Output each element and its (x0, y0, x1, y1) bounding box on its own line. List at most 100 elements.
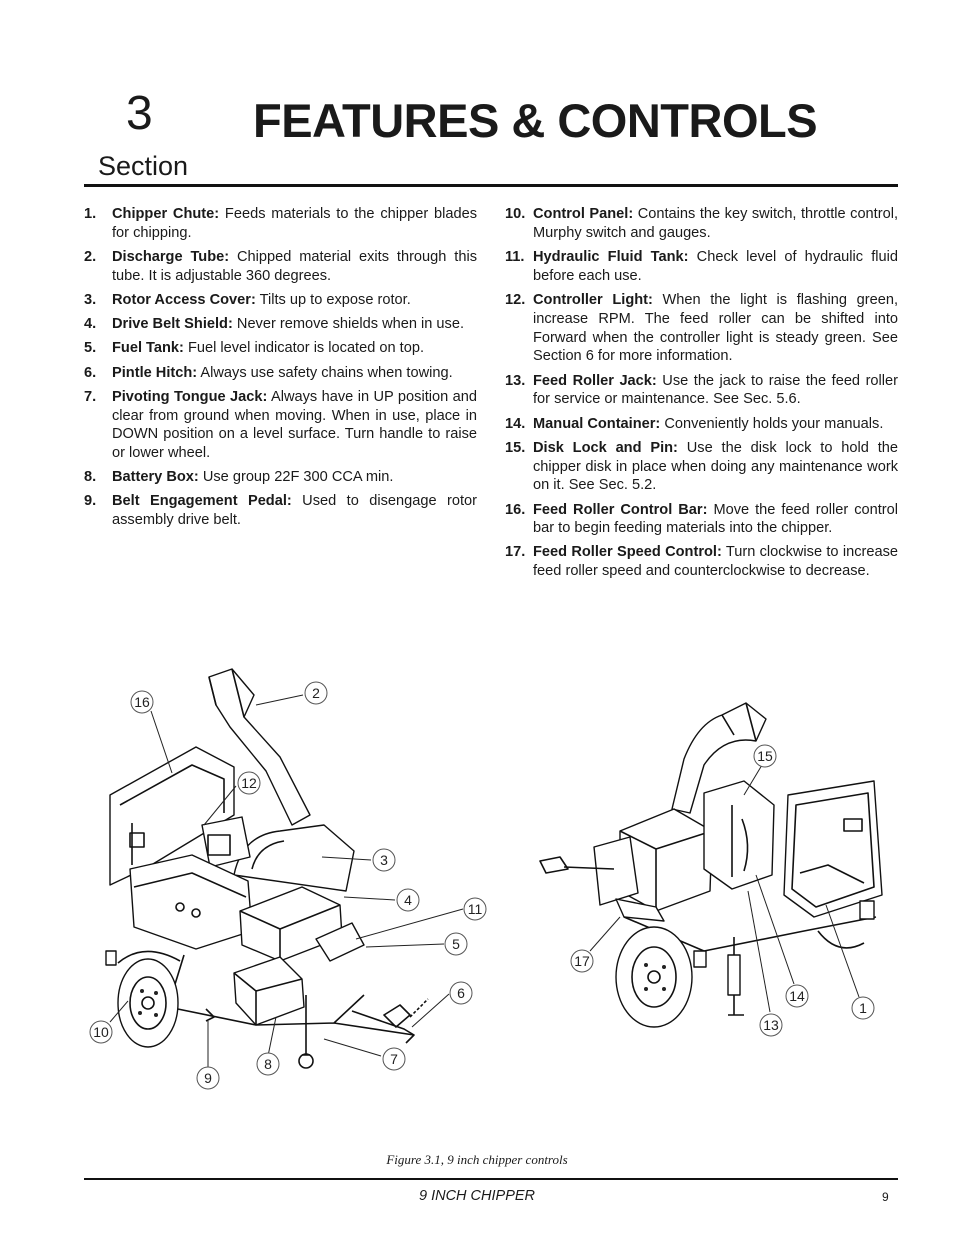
footer-rule (84, 1178, 898, 1180)
item-description: Used to disengage rotor assembly drive b… (112, 493, 477, 529)
item-description: Always have in UP position and clear fro… (112, 388, 477, 462)
page-title: FEATURES & CONTROLS (253, 94, 818, 147)
item-description: Fuel level indicator is located on top. (183, 340, 425, 357)
callout-13: 13 (759, 1013, 783, 1037)
chipper-controls-figure: 16 2 12 3 4 11 5 6 7 8 9 10 15 17 13 14 … (89, 668, 883, 1090)
item-text: Battery Box: Use group 22F 300 CCA min. (112, 468, 477, 487)
callout-10: 10 (89, 1020, 113, 1044)
item-number: 2. (84, 248, 97, 265)
item-text: Pivoting Tongue Jack: Always have in UP … (112, 388, 477, 463)
svg-text:14: 14 (789, 988, 805, 1004)
item-number: 1. (84, 206, 97, 222)
section-label: Section (98, 151, 189, 181)
feature-item: 3.Rotor Access Cover: Tilts up to expose… (84, 291, 477, 310)
page-number: 9 (882, 1190, 889, 1204)
svg-text:7: 7 (390, 1051, 398, 1067)
item-description: Tilts up to expose rotor. (255, 291, 411, 308)
callout-14: 14 (785, 984, 809, 1008)
item-text: Disk Lock and Pin: Use the disk lock to … (533, 439, 898, 495)
feature-item: 10.Control Panel: Contains the key switc… (505, 205, 898, 243)
header-rule (84, 184, 898, 187)
svg-text:8: 8 (264, 1056, 272, 1072)
item-description: Conveniently holds your manuals. (660, 415, 884, 432)
item-text: Manual Container: Conveniently holds you… (533, 415, 898, 434)
callout-7: 7 (382, 1047, 406, 1071)
svg-text:9: 9 (204, 1070, 212, 1086)
feature-item: 16.Feed Roller Control Bar: Move the fee… (505, 501, 898, 539)
item-term: Belt Engagement Pedal: (112, 493, 292, 510)
callout-15: 15 (753, 744, 777, 768)
item-description: Chipped material exits through this tube… (112, 248, 477, 284)
item-number: 5. (84, 340, 97, 357)
item-number: 9. (84, 493, 97, 510)
feature-item: 14.Manual Container: Conveniently holds … (505, 415, 898, 434)
section-number: 3 (126, 87, 153, 140)
feature-item: 13.Feed Roller Jack: Use the jack to rai… (505, 372, 898, 410)
item-description: Move the feed roller control bar to begi… (533, 501, 899, 537)
svg-text:5: 5 (452, 936, 460, 952)
item-description: Use the jack to raise the feed roller fo… (533, 372, 899, 408)
feature-item: 5. Fuel Tank: Fuel level indicator is loc… (84, 339, 477, 358)
item-text: Pintle Hitch: Always use safety chains w… (112, 364, 477, 383)
feature-item: 15. Disk Lock and Pin: Use the disk lock … (505, 439, 898, 495)
item-text: Chipper Chute: Feeds materials to the ch… (112, 205, 477, 243)
svg-text:11: 11 (468, 901, 483, 917)
item-number: 3. (84, 291, 97, 308)
item-description: Contains the key switch, throttle contro… (533, 206, 898, 241)
item-number: 8. (84, 469, 97, 486)
feature-item: 4. Drive Belt Shield: Never remove shield… (84, 315, 477, 334)
item-text: Drive Belt Shield: Never remove shields … (112, 315, 477, 334)
feature-list-right: 10.Control Panel: Contains the key switc… (505, 205, 898, 586)
item-number: 15. (505, 439, 526, 456)
callout-11: 11 (463, 897, 487, 921)
feature-item: 1. Chipper Chute: Feeds materials to the … (84, 205, 477, 243)
item-number: 17. (505, 544, 526, 561)
feature-item: 9. Belt Engagement Pedal: Used to disenga… (84, 492, 477, 530)
feature-list-left: 1. Chipper Chute: Feeds materials to the … (84, 205, 477, 535)
item-term: Manual Container: (533, 415, 661, 432)
chipper-right-illustration (539, 702, 883, 1028)
callout-2: 2 (304, 681, 328, 705)
svg-text:15: 15 (757, 748, 773, 764)
feature-item: 6. Pintle Hitch: Always use safety chains… (84, 364, 477, 383)
item-term: Discharge Tube: (112, 248, 230, 265)
callout-3: 3 (372, 848, 396, 872)
item-term: Feed Roller Control Bar: (533, 501, 708, 518)
svg-text:12: 12 (241, 775, 257, 791)
svg-text:13: 13 (763, 1017, 779, 1033)
item-text: Hydraulic Fluid Tank: Check level of hyd… (533, 248, 898, 286)
item-text: Feed Roller Control Bar: Move the feed r… (533, 501, 898, 539)
callout-17: 17 (570, 949, 594, 973)
item-description: Always use safety chains when towing. (197, 364, 453, 381)
callout-16: 16 (130, 690, 154, 714)
callout-5: 5 (444, 932, 468, 956)
item-term: Pivoting Tongue Jack: (112, 388, 268, 405)
svg-text:10: 10 (93, 1024, 109, 1040)
item-number: 12. (505, 291, 526, 308)
item-text: Feed Roller Jack: Use the jack to raise … (533, 372, 898, 410)
item-number: 6. (84, 364, 97, 381)
item-description: Check level of hydraulic fluid before ea… (533, 248, 899, 284)
item-text: Feed Roller Speed Control: Turn clockwis… (533, 543, 898, 581)
item-number: 4. (84, 316, 97, 333)
item-term: Fuel Tank: (112, 340, 184, 357)
callout-8: 8 (256, 1052, 280, 1076)
item-term: Battery Box: (112, 469, 199, 486)
item-description: Turn clockwise to increase feed roller s… (533, 544, 898, 580)
callout-9: 9 (196, 1066, 220, 1090)
item-term: Disk Lock and Pin: (533, 439, 678, 456)
svg-text:6: 6 (457, 985, 465, 1001)
item-term: Chipper Chute: (112, 206, 220, 222)
callout-4: 4 (396, 888, 420, 912)
item-description: Use the disk lock to hold the chipper di… (533, 439, 898, 494)
item-text: Discharge Tube: Chipped material exits t… (112, 248, 477, 286)
item-text: Controller Light: When the light is flas… (533, 291, 898, 366)
svg-text:4: 4 (404, 892, 412, 908)
item-number: 7. (84, 388, 97, 405)
feature-item: 7. Pivoting Tongue Jack: Always have in U… (84, 388, 477, 463)
feature-item: 17. Feed Roller Speed Control: Turn clock… (505, 543, 898, 581)
svg-text:1: 1 (859, 1000, 867, 1016)
item-description: Never remove shields when in use. (232, 316, 465, 333)
feature-item: 8. Battery Box: Use group 22F 300 CCA min… (84, 468, 477, 487)
item-description: Feeds materials to the chipper blades fo… (112, 206, 477, 241)
